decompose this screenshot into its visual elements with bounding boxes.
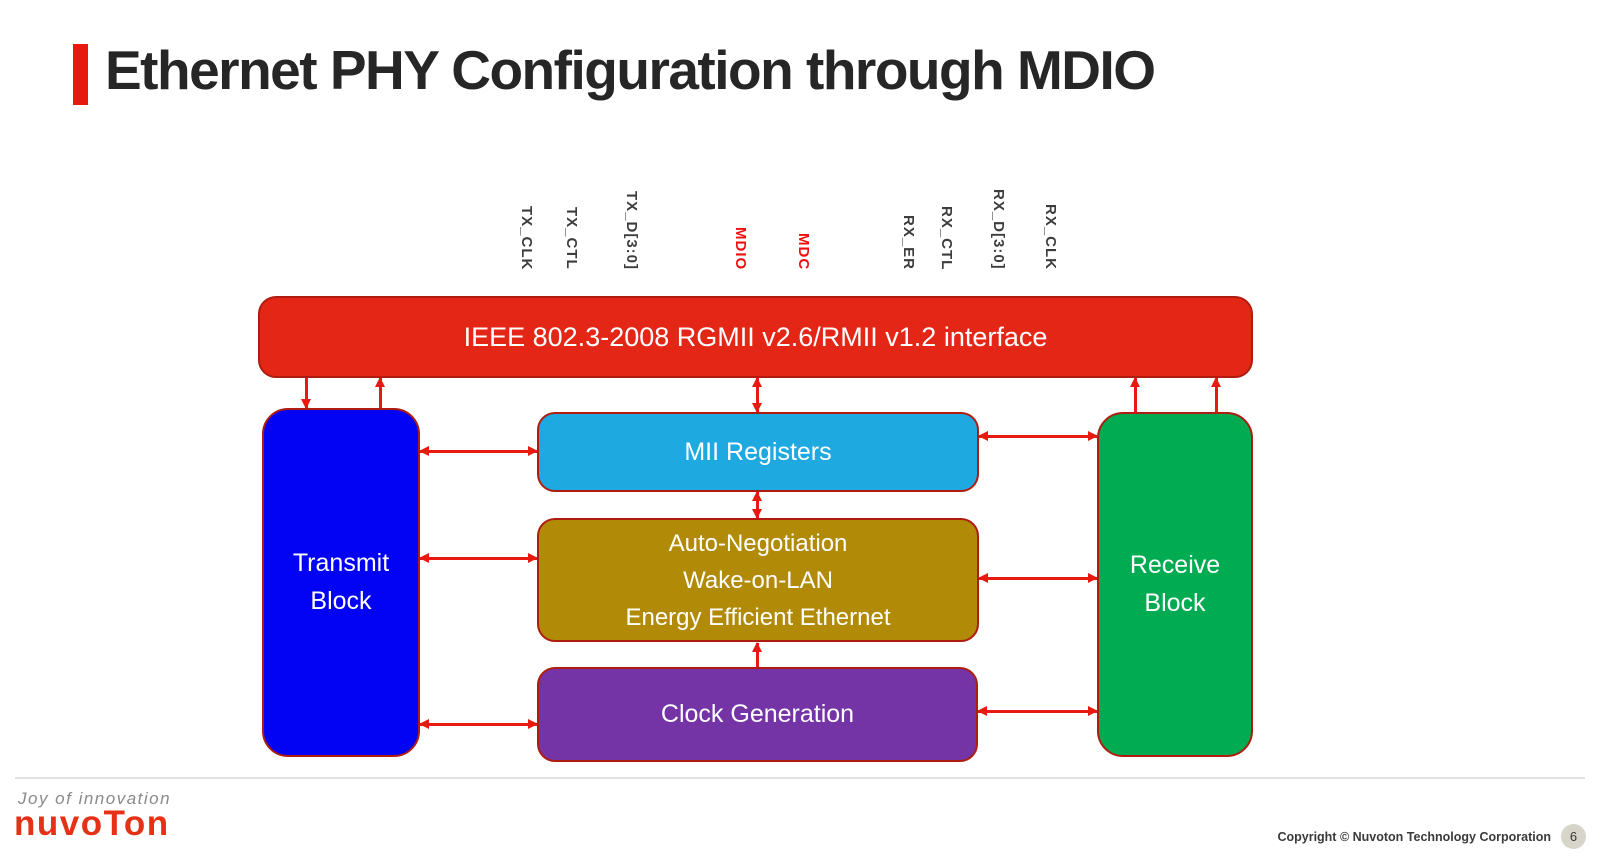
auto-negotiation-line-3: Energy Efficient Ethernet xyxy=(625,603,891,631)
signal-label-rx-ctl: RX_CTL xyxy=(938,205,955,270)
auto-negotiation-line-1: Auto-Negotiation xyxy=(668,529,848,557)
arrow-transmit-mii-bidirectional xyxy=(419,446,538,456)
clock-generation-label: Clock Generation xyxy=(660,700,855,728)
transmit-block-label: Transmit Block xyxy=(292,549,390,615)
auto-negotiation-line-2: Wake-on-LAN xyxy=(683,566,833,594)
arrow-bar-to-transmit-down xyxy=(301,378,311,409)
footer-divider xyxy=(15,777,1585,779)
signal-label-rx-d: RX_D[3:0] xyxy=(990,189,1007,270)
signal-label-tx-ctl: TX_CTL xyxy=(563,207,580,270)
signal-label-mdio: MDIO xyxy=(732,226,749,270)
brand-tagline: Joy of innovation xyxy=(18,789,172,808)
receive-block-label: Receive Block xyxy=(1129,551,1221,617)
ieee-interface-bar-label: IEEE 802.3-2008 RGMII v2.6/RMII v1.2 int… xyxy=(463,321,1048,352)
signal-label-tx-clk: TX_CLK xyxy=(518,205,535,270)
transmit-block: Transmit Block xyxy=(262,408,420,757)
signal-label-mdc: MDC xyxy=(795,232,812,270)
arrow-transmit-to-bar-up xyxy=(375,377,385,408)
arrow-transmit-clock-bidirectional xyxy=(419,719,538,729)
auto-negotiation-block: Auto-Negotiation Wake-on-LAN Energy Effi… xyxy=(537,518,979,642)
nuvoton-logo: nuvoTon xyxy=(14,804,170,843)
copyright-text: Copyright © Nuvoton Technology Corporati… xyxy=(1277,829,1551,844)
signal-label-tx-d: TX_D[3:0] xyxy=(623,190,640,270)
arrow-clock-to-autoneg-up xyxy=(752,642,762,667)
page-number-badge: 6 xyxy=(1561,824,1586,849)
clock-generation-block: Clock Generation xyxy=(537,667,978,762)
title-accent-bar xyxy=(73,44,88,105)
arrow-mii-receive-bidirectional xyxy=(978,431,1098,441)
ieee-interface-bar: IEEE 802.3-2008 RGMII v2.6/RMII v1.2 int… xyxy=(258,296,1253,378)
signal-label-rx-clk: RX_CLK xyxy=(1042,203,1059,270)
page-title: Ethernet PHY Configuration through MDIO xyxy=(105,39,1156,101)
footer-right-group: Copyright © Nuvoton Technology Corporati… xyxy=(1277,824,1586,849)
arrow-autoneg-receive-bidirectional xyxy=(978,573,1098,583)
signal-label-rx-er: RX_ER xyxy=(900,214,917,270)
arrow-bar-mii-bidirectional xyxy=(752,377,762,413)
arrow-receive-to-bar-up-left xyxy=(1130,377,1140,413)
receive-block: Receive Block xyxy=(1097,412,1253,757)
mii-registers-label: MII Registers xyxy=(684,437,832,466)
arrow-receive-to-bar-up-right xyxy=(1211,377,1221,413)
arrow-clock-receive-bidirectional xyxy=(977,706,1098,716)
arrow-mii-autoneg-bidirectional xyxy=(752,491,762,519)
mii-registers-block: MII Registers xyxy=(537,412,979,492)
arrow-transmit-autoneg-bidirectional xyxy=(419,553,538,563)
